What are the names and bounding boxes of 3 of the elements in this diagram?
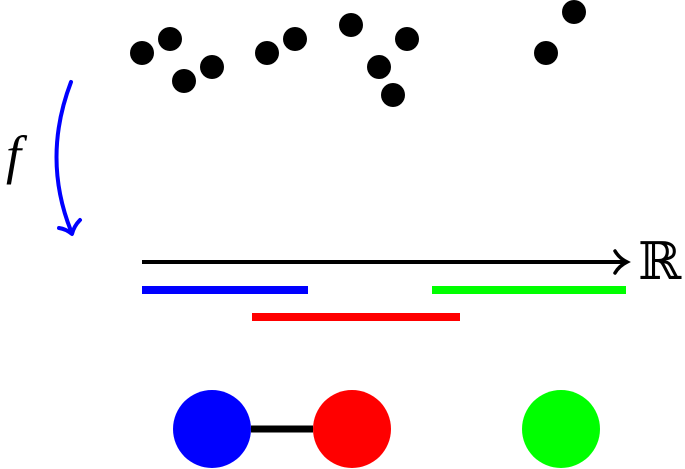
real-line-symbol: ℝ xyxy=(638,231,682,294)
graph-edge xyxy=(251,426,313,432)
function-symbol: f xyxy=(0,122,32,190)
